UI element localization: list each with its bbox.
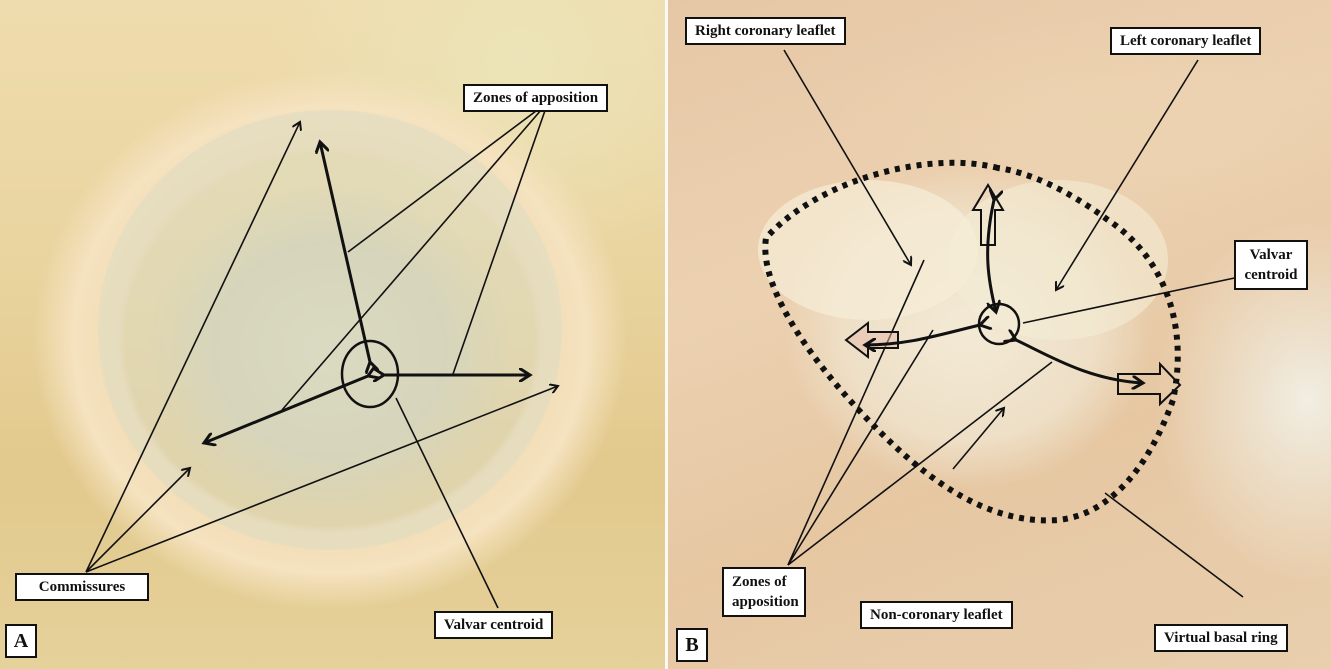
label-valvar-centroid-b: Valvar centroid bbox=[1234, 240, 1308, 290]
commissure-arrow bbox=[85, 122, 300, 573]
panel-b: Right coronary leaflet Left coronary lea… bbox=[668, 0, 1331, 669]
label-non-coronary-leaflet: Non-coronary leaflet bbox=[860, 601, 1013, 629]
leader-line bbox=[787, 329, 934, 566]
panel-a-annotations bbox=[85, 101, 562, 609]
commissure-arrow bbox=[85, 386, 558, 573]
panel-b-annotations bbox=[758, 49, 1259, 598]
label-zones-of-apposition-a: Zones of apposition bbox=[463, 84, 609, 112]
hollow-arrow-right bbox=[1117, 361, 1182, 407]
centroid-circle bbox=[977, 302, 1021, 346]
centroid-circle bbox=[340, 339, 400, 409]
label-right-coronary-leaflet: Right coronary leaflet bbox=[685, 17, 846, 45]
leader-line bbox=[452, 101, 549, 375]
apposition-arrow-up bbox=[320, 142, 370, 362]
leader-arrow bbox=[1056, 59, 1199, 290]
leader-line bbox=[787, 361, 1053, 566]
leader-arrow bbox=[783, 49, 911, 265]
hollow-arrow-left bbox=[844, 320, 899, 360]
apposition-arrow-left bbox=[204, 376, 368, 443]
leader-arrow bbox=[952, 408, 1004, 470]
leader-line bbox=[347, 101, 549, 253]
label-left-coronary-leaflet: Left coronary leaflet bbox=[1110, 27, 1262, 55]
curved-arrow-right bbox=[1016, 340, 1143, 383]
label-commissures: Commissures bbox=[15, 573, 149, 601]
leader-line bbox=[395, 397, 499, 609]
panel-divider bbox=[665, 0, 668, 669]
curved-arrow-up bbox=[986, 200, 996, 312]
valve-orifice bbox=[98, 110, 562, 550]
leader-line bbox=[1022, 272, 1259, 324]
panel-letter-a: A bbox=[5, 624, 37, 658]
virtual-basal-ring-outline bbox=[762, 159, 1181, 524]
commissure-arrow bbox=[85, 468, 190, 573]
right-coronary-leaflet-region bbox=[758, 180, 978, 320]
leader-line bbox=[787, 259, 925, 566]
curved-arrow-left bbox=[865, 325, 980, 345]
leader-line bbox=[1104, 492, 1244, 598]
panel-letter-b: B bbox=[676, 628, 708, 662]
label-zones-of-apposition-b: Zones of apposition bbox=[722, 567, 806, 617]
label-valvar-centroid-a: Valvar centroid bbox=[434, 611, 554, 639]
panel-a: Zones of apposition Commissures Valvar c… bbox=[0, 0, 665, 669]
label-virtual-basal-ring: Virtual basal ring bbox=[1154, 624, 1288, 652]
